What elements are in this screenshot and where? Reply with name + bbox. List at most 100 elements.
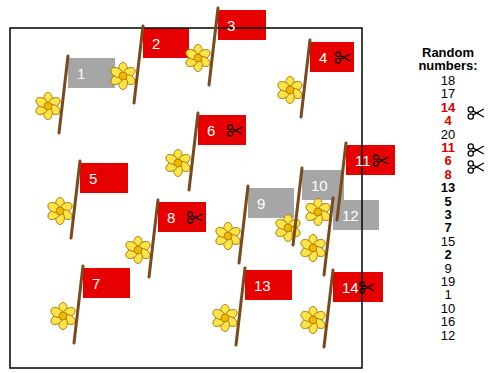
flower bbox=[276, 76, 304, 103]
random-number: 3 bbox=[428, 208, 468, 221]
flag-pole bbox=[59, 56, 68, 133]
flag-pole bbox=[209, 8, 218, 85]
list-heading: Random numbers: bbox=[416, 46, 480, 72]
flag-number: 14 bbox=[342, 279, 359, 296]
random-number: 12 bbox=[428, 329, 468, 342]
random-number: 19 bbox=[428, 275, 468, 288]
flag: 13 bbox=[245, 270, 292, 300]
scissors-icon bbox=[360, 282, 374, 293]
flag-number: 7 bbox=[92, 275, 100, 292]
flag-number: 5 bbox=[89, 170, 97, 187]
scissors-icon bbox=[188, 212, 202, 223]
scissors-icon bbox=[468, 107, 484, 119]
flag: 2 bbox=[143, 28, 189, 58]
random-number: 18 bbox=[428, 74, 468, 87]
flag-pole bbox=[74, 266, 83, 343]
flag: 12 bbox=[333, 200, 379, 230]
flower bbox=[274, 214, 302, 241]
flag-pole bbox=[134, 26, 143, 103]
flag-number: 4 bbox=[319, 49, 327, 66]
random-number: 5 bbox=[428, 195, 468, 208]
flag-pole bbox=[301, 40, 310, 117]
random-number: 15 bbox=[428, 235, 468, 248]
flag-pole bbox=[71, 161, 80, 238]
flag-fills bbox=[68, 10, 395, 302]
flag-cloth bbox=[83, 268, 130, 298]
random-number: 7 bbox=[428, 221, 468, 234]
random-number: 17 bbox=[428, 87, 468, 100]
flower bbox=[49, 302, 77, 329]
random-number: 14 bbox=[428, 101, 468, 114]
flag-pole bbox=[324, 198, 333, 275]
flag-pole bbox=[293, 168, 302, 245]
flag: 3 bbox=[218, 10, 266, 40]
random-number: 9 bbox=[428, 262, 468, 275]
flag: 1 bbox=[68, 58, 115, 88]
flag: 10 bbox=[302, 170, 344, 200]
random-number: 20 bbox=[428, 128, 468, 141]
scissors-icon bbox=[336, 52, 350, 63]
scissors-icon bbox=[468, 144, 484, 156]
flag-pole bbox=[149, 200, 158, 277]
flower bbox=[299, 306, 327, 333]
flag: 5 bbox=[80, 163, 128, 193]
flag-cloth bbox=[198, 115, 246, 145]
flag-pole bbox=[189, 113, 198, 190]
random-number: 13 bbox=[428, 181, 468, 194]
flag-cloth bbox=[68, 58, 115, 88]
field-border bbox=[10, 28, 362, 368]
flower bbox=[299, 234, 327, 261]
flower bbox=[214, 222, 242, 249]
flag: 14 bbox=[333, 272, 383, 302]
random-number: 1 bbox=[428, 288, 468, 301]
flag-number: 13 bbox=[254, 277, 271, 294]
flag-number: 9 bbox=[257, 195, 265, 212]
flag: 11 bbox=[346, 145, 395, 175]
flag-cloth bbox=[158, 202, 206, 232]
flag-cloth bbox=[248, 188, 294, 218]
flag-poles bbox=[59, 8, 346, 347]
flag-cloth bbox=[302, 170, 344, 200]
flower bbox=[124, 236, 152, 263]
random-number: 2 bbox=[428, 248, 468, 261]
random-number: 11 bbox=[428, 141, 468, 154]
random-number: 4 bbox=[428, 114, 468, 127]
scissors-icon bbox=[228, 125, 242, 136]
scissors-icon bbox=[468, 161, 484, 173]
flower bbox=[164, 149, 192, 176]
flag-number: 2 bbox=[152, 35, 160, 52]
flower bbox=[211, 304, 239, 331]
flag-pole bbox=[239, 186, 248, 263]
flag: 7 bbox=[83, 268, 130, 298]
flag-cloth bbox=[218, 10, 266, 40]
flag: 6 bbox=[198, 115, 246, 145]
random-number: 16 bbox=[428, 315, 468, 328]
flag-number: 8 bbox=[167, 209, 175, 226]
flag-cloth bbox=[245, 270, 292, 300]
flower bbox=[46, 197, 74, 224]
flag: 9 bbox=[248, 188, 294, 218]
flag-number: 3 bbox=[227, 17, 235, 34]
flag-cloth bbox=[80, 163, 128, 193]
flag-number: 11 bbox=[355, 152, 371, 169]
scissors-icon bbox=[374, 155, 388, 166]
flag: 4 bbox=[310, 42, 354, 72]
random-number: 6 bbox=[428, 154, 468, 167]
flower bbox=[304, 198, 332, 225]
flag-number: 1 bbox=[77, 65, 85, 82]
flag-cloth bbox=[143, 28, 189, 58]
flower bbox=[34, 92, 62, 119]
flower bbox=[109, 62, 137, 89]
flag-number: 10 bbox=[311, 177, 328, 194]
random-number: 8 bbox=[428, 168, 468, 181]
flag-pole bbox=[324, 270, 333, 347]
flag-number: 6 bbox=[207, 122, 215, 139]
flag-pole bbox=[236, 268, 245, 345]
flag-cloth bbox=[310, 42, 354, 72]
flag: 8 bbox=[158, 202, 206, 232]
flag-number: 12 bbox=[342, 207, 359, 224]
flower bbox=[184, 44, 212, 71]
scissors-marks bbox=[188, 52, 484, 293]
random-number: 10 bbox=[428, 302, 468, 315]
